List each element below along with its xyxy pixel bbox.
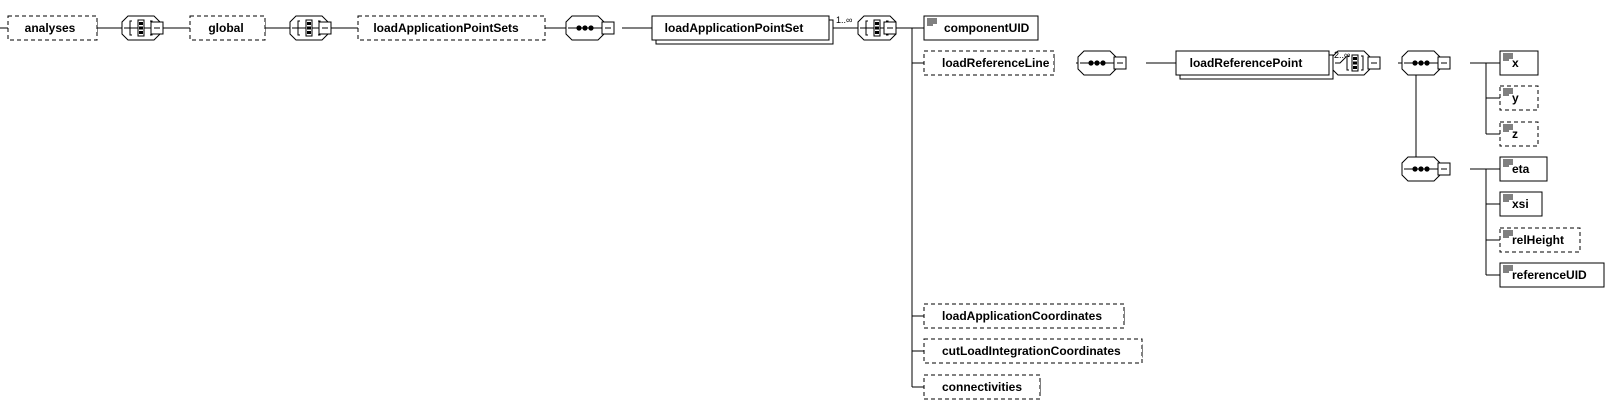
sequence-compositor-icon xyxy=(1401,156,1441,182)
element-loadReferenceLine[interactable]: loadReferenceLine xyxy=(923,50,1055,76)
element-connectivities[interactable]: connectivities xyxy=(923,374,1041,400)
element-referenceUID[interactable]: referenceUID xyxy=(1499,262,1605,288)
sequence-compositor-icon xyxy=(565,15,605,41)
cardinality-label: 2..∞ xyxy=(1334,50,1350,60)
element-label: analyses xyxy=(25,21,76,35)
simple-type-icon xyxy=(1503,194,1513,202)
element-label: componentUID xyxy=(944,21,1030,35)
element-z[interactable]: z xyxy=(1499,121,1539,147)
simple-type-icon xyxy=(1503,230,1513,238)
sequence-compositor-icon xyxy=(1401,50,1441,76)
simple-type-icon xyxy=(1503,265,1513,273)
element-y[interactable]: y xyxy=(1499,85,1539,111)
element-label: loadReferenceLine xyxy=(942,56,1050,70)
element-label: loadReferencePoint xyxy=(1190,56,1303,70)
element-label: y xyxy=(1512,91,1519,105)
element-loadApplicationCoordinates[interactable]: loadApplicationCoordinates xyxy=(923,303,1125,329)
element-label: global xyxy=(208,21,243,35)
element-label: z xyxy=(1512,127,1518,141)
simple-type-icon xyxy=(927,18,937,26)
element-eta[interactable]: eta xyxy=(1499,156,1548,182)
simple-type-icon xyxy=(1503,53,1513,61)
element-label: loadApplicationPointSet xyxy=(665,21,804,35)
simple-type-icon xyxy=(1503,159,1513,167)
element-cutLoadIntegrationCoordinates[interactable]: cutLoadIntegrationCoordinates xyxy=(923,338,1143,364)
simple-type-icon xyxy=(1503,88,1513,96)
element-analyses[interactable]: analyses xyxy=(7,15,98,41)
element-loadApplicationPointSet[interactable]: loadApplicationPointSet 1..∞ xyxy=(651,15,852,45)
element-label: connectivities xyxy=(942,380,1022,394)
element-loadApplicationPointSets[interactable]: loadApplicationPointSets xyxy=(357,15,546,41)
element-x[interactable]: x xyxy=(1499,50,1539,76)
collapse-icon[interactable] xyxy=(150,21,164,35)
element-relHeight[interactable]: relHeight xyxy=(1499,227,1581,253)
element-xsi[interactable]: xsi xyxy=(1499,191,1543,217)
element-label: xsi xyxy=(1512,197,1529,211)
collapse-icon[interactable] xyxy=(1437,162,1451,176)
cardinality-label: 1..∞ xyxy=(836,15,852,25)
collapse-toggles[interactable] xyxy=(84,21,1451,176)
collapse-icon[interactable] xyxy=(1437,56,1451,70)
element-label: loadApplicationPointSets xyxy=(373,21,519,35)
simple-type-icon xyxy=(1503,124,1513,132)
sequence-compositor-icon xyxy=(1077,50,1117,76)
collapse-icon[interactable] xyxy=(1113,56,1127,70)
element-label: x xyxy=(1512,56,1519,70)
connector-lines xyxy=(0,27,1500,388)
element-label: cutLoadIntegrationCoordinates xyxy=(942,344,1121,358)
collapse-icon[interactable] xyxy=(601,21,615,35)
element-label: relHeight xyxy=(1512,233,1564,247)
element-label: loadApplicationCoordinates xyxy=(942,309,1102,323)
collapse-icon[interactable] xyxy=(883,21,897,35)
element-label: eta xyxy=(1512,162,1530,176)
element-loadReferencePoint[interactable]: loadReferencePoint 2..∞ xyxy=(1175,50,1350,80)
collapse-icon[interactable] xyxy=(1367,56,1381,70)
element-label: referenceUID xyxy=(1512,268,1587,282)
element-componentUID[interactable]: componentUID xyxy=(923,15,1039,41)
collapse-icon[interactable] xyxy=(318,21,332,35)
element-global[interactable]: global xyxy=(189,15,266,41)
